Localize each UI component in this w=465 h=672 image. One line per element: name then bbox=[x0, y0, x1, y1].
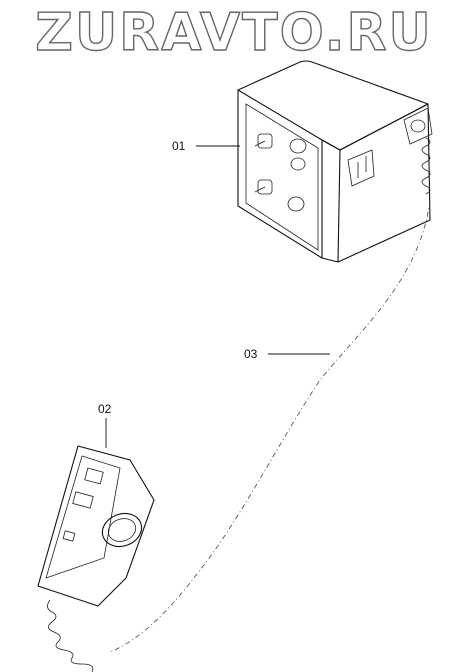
toggle-switch-upper bbox=[254, 133, 273, 149]
watermark-text: ZURAVTO.RU bbox=[35, 3, 432, 63]
handwheel bbox=[101, 512, 143, 548]
pendant-controller-part bbox=[37, 445, 155, 672]
callout-03: 03 bbox=[244, 347, 258, 361]
cable-line bbox=[109, 199, 431, 653]
callout-02: 02 bbox=[98, 402, 112, 416]
control-box-part bbox=[237, 60, 433, 263]
knob-bottom bbox=[287, 196, 305, 212]
toggle-switch-lower bbox=[254, 179, 273, 195]
knob-mid bbox=[290, 157, 306, 171]
knob-top bbox=[289, 138, 307, 154]
callout-01: 01 bbox=[172, 139, 186, 153]
